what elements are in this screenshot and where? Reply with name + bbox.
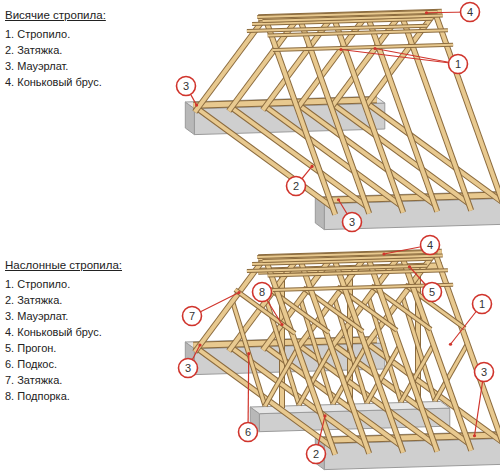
callout-number: 4 bbox=[420, 235, 440, 255]
leader-dot bbox=[280, 323, 283, 326]
concrete-wall bbox=[315, 191, 500, 203]
part-name: 8. Подпорка. bbox=[5, 389, 70, 403]
rafter-beam bbox=[435, 13, 500, 210]
leader-dot bbox=[373, 47, 376, 50]
part-name: 2. Затяжка. bbox=[5, 43, 62, 57]
callout-number: 1 bbox=[472, 294, 492, 314]
rafter-beam bbox=[401, 254, 471, 451]
callout-number: 4 bbox=[460, 2, 480, 22]
callout-number: 1 bbox=[448, 54, 468, 74]
leader-dot bbox=[473, 434, 476, 437]
callout-number: 5 bbox=[422, 282, 442, 302]
batten-beam bbox=[273, 45, 453, 50]
batten-beam bbox=[263, 256, 443, 261]
part-name: 5. Прогон. bbox=[5, 341, 56, 355]
leader-dot bbox=[247, 352, 250, 355]
callout-number: 3 bbox=[178, 358, 198, 378]
mauerlat-beam bbox=[193, 100, 377, 105]
rafter-beam bbox=[401, 14, 471, 211]
part-name: 3. Мауэрлат. bbox=[5, 59, 68, 73]
rafter-beam bbox=[401, 14, 471, 211]
leader-dot bbox=[337, 198, 340, 201]
leader-dot bbox=[339, 48, 342, 51]
tie-beam bbox=[367, 104, 500, 203]
callout-circle bbox=[423, 283, 442, 302]
callout-number: 7 bbox=[182, 306, 202, 326]
part-name: 4. Коньковый брус. bbox=[5, 75, 102, 89]
leader-line bbox=[375, 49, 458, 65]
callout-circle bbox=[179, 359, 198, 378]
concrete-wall bbox=[185, 96, 384, 108]
callout-circle bbox=[475, 363, 494, 382]
callout-circle bbox=[239, 423, 258, 442]
part-name: 7. Затяжка. bbox=[5, 373, 62, 387]
strut-beam bbox=[265, 349, 298, 406]
rafter-beam bbox=[435, 253, 500, 450]
leader-dot bbox=[449, 343, 452, 346]
batten-beam bbox=[263, 16, 443, 21]
callout-number: 2 bbox=[286, 176, 306, 196]
callout-circle bbox=[421, 236, 440, 255]
batten-beam bbox=[268, 30, 448, 35]
batten-beam bbox=[268, 270, 448, 275]
leader-dot bbox=[323, 414, 326, 417]
callout-number: 2 bbox=[306, 444, 326, 464]
part-name: 1. Стропило. bbox=[5, 277, 70, 291]
callout-number: 6 bbox=[238, 422, 258, 442]
leader-dot bbox=[195, 104, 198, 107]
callout-number: 3 bbox=[474, 362, 494, 382]
part-name: 2. Затяжка. bbox=[5, 293, 62, 307]
tie-beam bbox=[367, 104, 500, 203]
part-name: 3. Мауэрлат. bbox=[5, 309, 68, 323]
concrete-wall bbox=[185, 336, 384, 348]
callout-circle bbox=[253, 283, 272, 302]
callout-number: 8 bbox=[252, 282, 272, 302]
leader-dot bbox=[237, 291, 240, 294]
callout-circle bbox=[473, 295, 492, 314]
section-heading: Наслонные стропила: bbox=[5, 258, 122, 272]
callout-circle bbox=[307, 445, 326, 464]
mauerlat-beam bbox=[193, 100, 377, 105]
batten-beam bbox=[268, 30, 448, 35]
callout-circle bbox=[183, 307, 202, 326]
leader-dot bbox=[382, 252, 385, 255]
part-name: 1. Стропило. bbox=[5, 27, 70, 41]
batten-beam bbox=[268, 270, 448, 275]
rafter-beam bbox=[435, 13, 500, 210]
callout-circle bbox=[461, 3, 480, 22]
callout-circle bbox=[177, 77, 196, 96]
rafter-beam bbox=[401, 254, 471, 451]
callout-circle bbox=[449, 55, 468, 74]
section-heading: Висячие стропила: bbox=[5, 8, 106, 22]
part-name: 6. Подкос. bbox=[5, 357, 57, 371]
callout-circle bbox=[287, 177, 306, 196]
leader-dot bbox=[425, 11, 428, 14]
leader-line bbox=[341, 50, 458, 65]
leader-line bbox=[247, 354, 249, 432]
part-name: 4. Коньковый брус. bbox=[5, 325, 102, 339]
rafter-beam bbox=[435, 253, 500, 450]
batten-beam bbox=[273, 45, 453, 50]
callout-circle bbox=[343, 213, 362, 232]
strut-beam bbox=[265, 349, 298, 406]
batten-beam bbox=[263, 16, 443, 21]
concrete-wall bbox=[315, 431, 500, 443]
leader-dot bbox=[310, 165, 313, 168]
leader-dot bbox=[198, 343, 201, 346]
callout-number: 3 bbox=[176, 76, 196, 96]
leader-dot bbox=[408, 265, 411, 268]
callout-number: 3 bbox=[342, 212, 362, 232]
batten-beam bbox=[263, 256, 443, 261]
